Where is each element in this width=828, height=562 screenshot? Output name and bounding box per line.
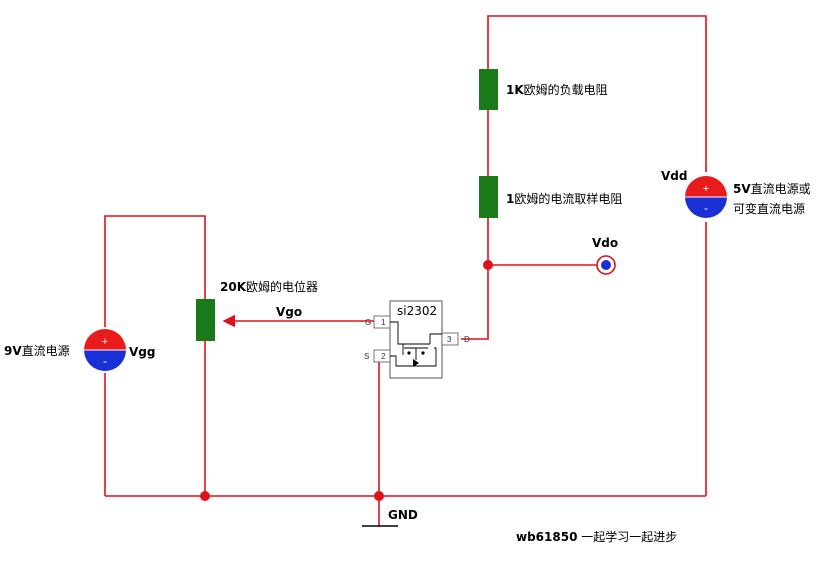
vgg-source[interactable]: + - xyxy=(84,329,126,371)
pin-g-label: G xyxy=(365,318,371,327)
mosfet-node-b xyxy=(421,351,425,355)
sense-resistor-label: 1欧姆的电流取样电阻 xyxy=(506,191,622,206)
vdd-minus-sign: - xyxy=(704,201,708,215)
mosfet-internal-symbol xyxy=(390,321,442,367)
wire-source xyxy=(378,355,385,496)
vgg-plus-sign: + xyxy=(102,336,108,348)
junction-pot-gnd xyxy=(200,491,210,501)
pin-s-label: S xyxy=(364,352,369,361)
junction-vdo xyxy=(483,260,493,270)
wire-top xyxy=(487,15,707,172)
mosfet-label: si2302 xyxy=(397,304,437,318)
potentiometer[interactable] xyxy=(196,299,215,341)
wires xyxy=(104,15,707,526)
wire-vgg-top xyxy=(104,215,206,327)
sense-resistor[interactable] xyxy=(479,176,498,218)
pot-label: 20K欧姆的电位器 xyxy=(220,279,318,294)
pin-drain-box xyxy=(441,332,459,346)
footer-caption: wb61850 一起学习一起进步 xyxy=(516,529,677,544)
pin-2-label: 2 xyxy=(381,352,386,361)
junction-source-gnd xyxy=(374,491,384,501)
load-resistor-label: 1K欧姆的负载电阻 xyxy=(506,82,608,97)
vdo-probe[interactable] xyxy=(596,255,616,275)
pin-3-label: 3 xyxy=(447,335,452,344)
pin-1-label: 1 xyxy=(381,318,386,327)
load-resistor[interactable] xyxy=(479,69,498,110)
mosfet-si2302[interactable]: si2302 G 1 S 2 3 D xyxy=(364,300,470,379)
vgg-minus-sign: - xyxy=(103,354,107,368)
pin-d-label: D xyxy=(464,335,470,344)
vdd-plus-sign: + xyxy=(703,183,709,195)
vdo-label: Vdo xyxy=(592,236,618,250)
gnd-label: GND xyxy=(388,508,418,522)
wire-drain xyxy=(461,265,489,340)
vgg-name-label: Vgg xyxy=(129,345,155,359)
vdd-name-label: Vdd xyxy=(661,169,687,183)
vdd-source-label-line2: 可变直流电源 xyxy=(733,201,805,216)
vgg-source-label: 9V直流电源 xyxy=(4,344,70,358)
vgo-label: Vgo xyxy=(276,305,302,319)
mosfet-node-a xyxy=(407,351,411,355)
vdd-source-label-line1: 5V直流电源或 xyxy=(733,182,811,196)
vdd-source[interactable]: + - xyxy=(685,176,727,218)
mosfet-body-diode xyxy=(413,359,419,367)
